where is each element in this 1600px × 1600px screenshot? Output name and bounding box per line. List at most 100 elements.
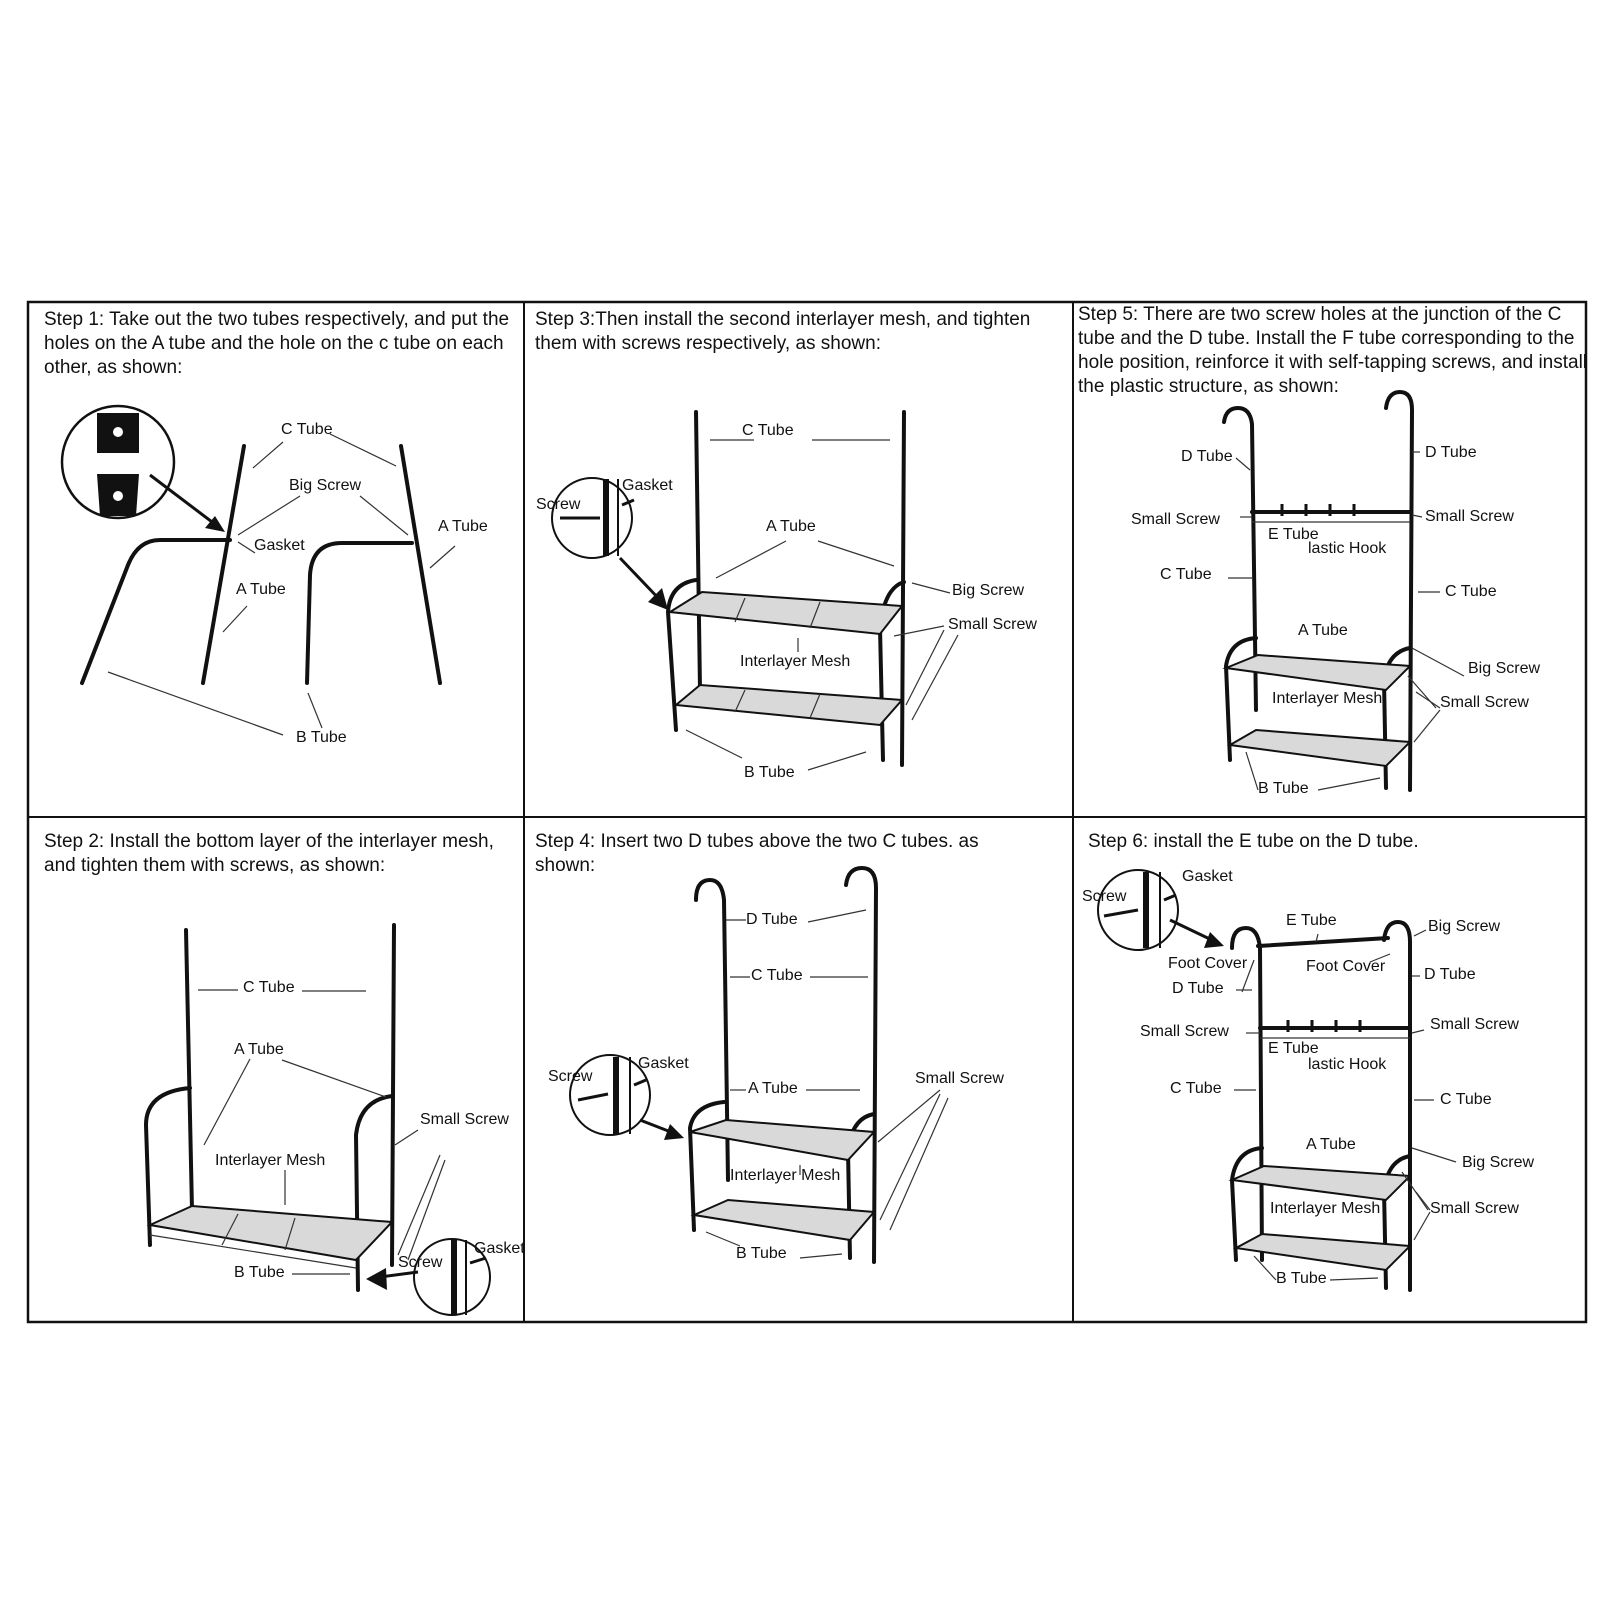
detail-arrow-head <box>205 516 225 532</box>
label-interlayer-mesh: Interlayer Mesh <box>215 1152 326 1169</box>
detail-arrow-line <box>618 556 664 604</box>
step-2-instruction: Step 2: Install the bottom layer of the … <box>44 831 494 876</box>
label-interlayer-mesh: Interlayer Mesh <box>1272 690 1383 707</box>
plastic-hooks <box>1286 1020 1362 1032</box>
step-1-instruction: Step 1: Take out the two tubes respectiv… <box>44 309 510 378</box>
detail-magnifier <box>569 1054 651 1136</box>
left-a-tube <box>688 1100 726 1232</box>
label-a-tube: A Tube <box>1306 1136 1356 1153</box>
label-big-screw: Big Screw <box>1468 660 1541 677</box>
label-e-tube-mid: E Tube <box>1268 1040 1319 1057</box>
left-d-c-tube <box>1222 406 1258 712</box>
upper-interlayer-mesh <box>1222 653 1413 692</box>
right-c-tube <box>399 444 442 685</box>
left-a-tube <box>666 578 698 732</box>
label-small-screw-right: Small Screw <box>1430 1016 1519 1033</box>
label-foot-cover-right: Foot Cover <box>1306 958 1386 975</box>
label-c-tube: C Tube <box>243 979 295 996</box>
bottom-interlayer-mesh <box>146 1204 395 1262</box>
label-screw: Screw <box>536 496 581 513</box>
label-screw: Screw <box>398 1254 443 1271</box>
label-a-tube: A Tube <box>748 1080 798 1097</box>
label-d-tube-left: D Tube <box>1181 448 1233 465</box>
detail-arrow-line <box>149 473 221 530</box>
label-b-tube: B Tube <box>1276 1270 1327 1287</box>
label-b-tube: B Tube <box>234 1264 285 1281</box>
label-gasket: Gasket <box>474 1240 525 1257</box>
right-d-c-tube <box>844 866 878 1264</box>
left-d-c-tube <box>1230 926 1264 1262</box>
label-big-screw: Big Screw <box>1428 918 1501 935</box>
label-b-tube: B Tube <box>296 729 347 746</box>
label-e-tube-top: E Tube <box>1286 912 1337 929</box>
label-gasket: Gasket <box>1182 868 1233 885</box>
label-gasket: Gasket <box>254 537 305 554</box>
right-a-tube <box>305 541 414 685</box>
label-plastic-hook: lastic Hook <box>1308 540 1387 557</box>
label-gasket: Gasket <box>622 477 673 494</box>
right-d-c-tube <box>1384 390 1414 792</box>
label-d-tube-right: D Tube <box>1425 444 1477 461</box>
detail-hole-lower <box>113 491 123 501</box>
detail-magnifier <box>551 477 633 559</box>
left-a-tube <box>1224 636 1258 762</box>
label-gasket: Gasket <box>638 1055 689 1072</box>
label-interlayer-mesh: Interlayer Mesh <box>730 1167 841 1184</box>
label-a-tube: A Tube <box>234 1041 284 1058</box>
label-b-tube: B Tube <box>1258 780 1309 797</box>
left-c-tube <box>184 928 194 1212</box>
detail-arrow-head <box>1204 932 1224 948</box>
label-c-tube: C Tube <box>742 422 794 439</box>
step-3-instruction: Step 3:Then install the second interlaye… <box>535 309 1031 354</box>
detail-arrow-head <box>664 1124 684 1140</box>
label-b-tube: B Tube <box>744 764 795 781</box>
label-small-screw-left: Small Screw <box>1131 511 1220 528</box>
upper-interlayer-mesh <box>689 1118 877 1162</box>
step-4-instruction: Step 4: Insert two D tubes above the two… <box>535 831 979 876</box>
label-a-tube-right: A Tube <box>438 518 488 535</box>
label-c-tube: C Tube <box>281 421 333 438</box>
label-small-screw-right: Small Screw <box>1425 508 1514 525</box>
detail-arrow-head <box>366 1268 387 1290</box>
label-a-tube: A Tube <box>1298 622 1348 639</box>
detail-magnifier <box>60 404 176 520</box>
label-big-screw: Big Screw <box>952 582 1025 599</box>
label-a-tube-left: A Tube <box>236 581 286 598</box>
lower-interlayer-mesh <box>1226 728 1413 768</box>
label-interlayer-mesh: Interlayer Mesh <box>1270 1200 1381 1217</box>
label-big-screw: Big Screw <box>289 477 362 494</box>
label-c-tube-left: C Tube <box>1160 566 1212 583</box>
right-d-c-tube <box>1382 920 1412 1292</box>
label-b-tube: B Tube <box>736 1245 787 1262</box>
lower-interlayer-mesh <box>690 1198 877 1242</box>
label-c-tube-right: C Tube <box>1440 1091 1492 1108</box>
label-c-tube-right: C Tube <box>1445 583 1497 600</box>
label-screw: Screw <box>548 1068 593 1085</box>
step-5-instruction: Step 5: There are two screw holes at the… <box>1078 304 1588 397</box>
label-c-tube-left: C Tube <box>1170 1080 1222 1097</box>
upper-interlayer-mesh <box>1228 1164 1413 1202</box>
lower-interlayer-mesh <box>1232 1232 1413 1272</box>
left-c-tube <box>201 444 246 685</box>
left-a-tube <box>144 1086 192 1247</box>
left-d-c-tube <box>694 878 730 1182</box>
label-big-screw-bottom: Big Screw <box>1462 1154 1535 1171</box>
label-interlayer-mesh: Interlayer Mesh <box>740 653 851 670</box>
label-small-screw: Small Screw <box>948 616 1037 633</box>
outer-border <box>26 300 1588 1324</box>
left-a-tube <box>80 538 232 685</box>
label-small-screw: Small Screw <box>915 1070 1004 1087</box>
lower-interlayer-mesh <box>673 683 905 727</box>
label-small-screw-bottom: Small Screw <box>1430 1200 1519 1217</box>
label-e-tube: E Tube <box>1268 526 1319 543</box>
step-6-instruction: Step 6: install the E tube on the D tube… <box>1088 831 1419 852</box>
label-d-tube-left: D Tube <box>1172 980 1224 997</box>
label-foot-cover-left: Foot Cover <box>1168 955 1248 972</box>
left-c-tube <box>694 410 702 692</box>
label-a-tube: A Tube <box>766 518 816 535</box>
